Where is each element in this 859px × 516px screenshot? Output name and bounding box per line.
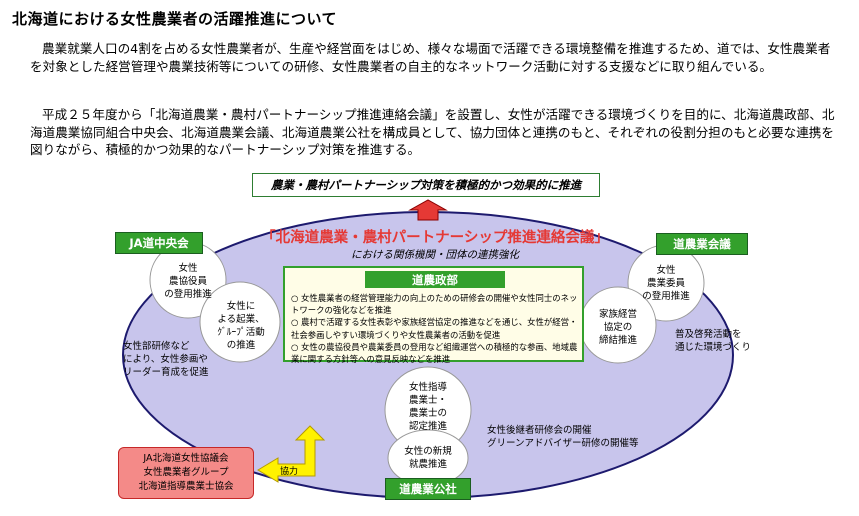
partner-org: 女性農業者グループ: [143, 467, 229, 478]
dept-item: ○ 女性の農協役員や農業委員の登用など組織運営への積極的な参画、地域農業に関する…: [291, 341, 578, 365]
partner-orgs-box: JA北海道女性協議会 女性農業者グループ 北海道指導農業士協会: [118, 447, 254, 499]
corp-note: 女性後継者研修会の開催グリーンアドバイザー研修の開催等: [487, 425, 639, 449]
ja-circle-2: [199, 281, 281, 363]
public-corp-label: 道農業公社: [385, 478, 471, 500]
partner-org: 北海道指導農業士協会: [138, 481, 234, 492]
up-arrow-icon: [408, 199, 448, 221]
intro-paragraph-1: 農業就業人口の4割を占める女性農業者が、生産や経営面をはじめ、様々な場面で活躍で…: [30, 41, 831, 74]
ja-note: 女性部研修などにより、女性参画やリーダー育成を促進: [123, 341, 209, 378]
council-circle-1-text: 女性農業委員の登用推進: [642, 265, 690, 302]
intro-paragraph-2: 平成２５年度から「北海道農業・農村パートナーシップ推進連絡会議」を設置し、女性が…: [30, 107, 835, 157]
council-title: 「北海道農業・農村パートナーシップ推進連絡会議」: [261, 230, 609, 246]
cooperation-arrow-icon: [257, 425, 326, 483]
partner-org: JA北海道女性協議会: [143, 453, 229, 464]
page-title: 北海道における女性農業者の活躍推進について: [12, 10, 338, 28]
council-circle-2-text: 家族経営協定の締結推進: [598, 309, 637, 346]
ja-circle-1-text: 女性農協役員の登用推進: [164, 263, 212, 300]
corp-circle-1-text: 女性指導農業士・農業士の認定推進: [408, 382, 447, 432]
ja-label: JA道中央会: [115, 232, 203, 254]
dept-box: 道農政部 ○ 女性農業者の経営管理能力の向上のための研修会の開催や女性同士のネッ…: [283, 266, 584, 365]
cooperation-label: 協力: [280, 467, 299, 477]
dept-item: ○ 女性農業者の経営管理能力の向上のための研修会の開催や女性同士のネットワークの…: [291, 293, 578, 316]
goal-banner: 農業・農村パートナーシップ対策を積極的かつ効果的に推進: [252, 173, 600, 197]
dept-list: ○ 女性農業者の経営管理能力の向上のための研修会の開催や女性同士のネットワークの…: [291, 292, 579, 365]
council-note: 普及啓発活動を通じた環境づくり: [675, 329, 752, 353]
agri-council-label: 道農業会議: [656, 233, 748, 255]
dept-label: 道農政部: [365, 271, 505, 288]
corp-circle-2-text: 女性の新規就農推進: [404, 446, 452, 470]
dept-item: ○ 農村で活躍する女性表彰や家族経営協定の推進などを通じ、女性が経営・社会参画し…: [291, 317, 578, 340]
council-subtitle: における関係機関・団体の連携強化: [351, 249, 519, 261]
ja-circle-2-text: 女性による起業、ｸﾞﾙｰﾌﾟ活動の推進: [217, 301, 265, 351]
